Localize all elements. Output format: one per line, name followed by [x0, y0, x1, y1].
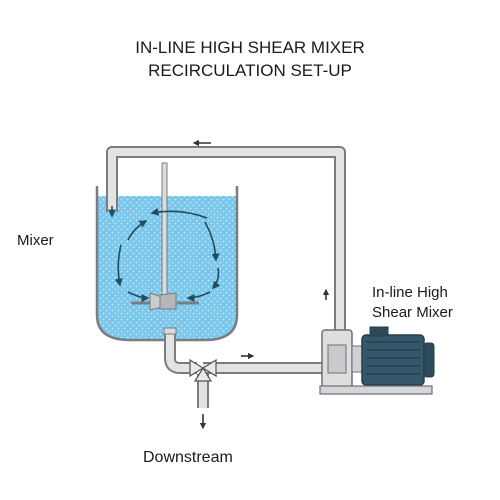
title-line-1: IN-LINE HIGH SHEAR MIXER	[135, 38, 365, 57]
mixer-head-inlet	[327, 344, 347, 374]
flow-arrow-left-down	[114, 244, 123, 287]
mixer-coupling	[351, 345, 363, 373]
valve-right	[201, 358, 217, 378]
outlet-pipe	[166, 332, 197, 372]
downstream-label: Downstream	[143, 449, 233, 466]
motor-cooling-fins	[366, 341, 420, 375]
flow-arrow-left-up	[127, 220, 148, 241]
inline-mixer-label-line-1: In-line High	[372, 284, 448, 301]
flow-arrow-bottom-left	[127, 291, 150, 302]
motor-end-cap	[423, 342, 435, 378]
inline-mixer-label-line-2: Shear Mixer	[372, 304, 453, 321]
title-line-2: RECIRCULATION SET-UP	[148, 61, 352, 80]
flow-arrow-right-lower	[211, 267, 221, 290]
motor-terminal-box	[369, 326, 389, 337]
mixer-label: Mixer	[17, 232, 54, 249]
impeller-center	[159, 292, 177, 310]
valve-left	[189, 358, 205, 378]
valve-bottom	[193, 366, 213, 382]
flow-arrow-right-down	[204, 221, 220, 262]
outlet-flange	[163, 327, 177, 335]
mixer-baseplate	[319, 385, 433, 395]
return-pipe	[108, 148, 344, 330]
flow-arrow-bottom-right	[186, 291, 211, 302]
flow-arrow-top-left	[150, 207, 208, 219]
agitator-shaft	[161, 162, 168, 299]
